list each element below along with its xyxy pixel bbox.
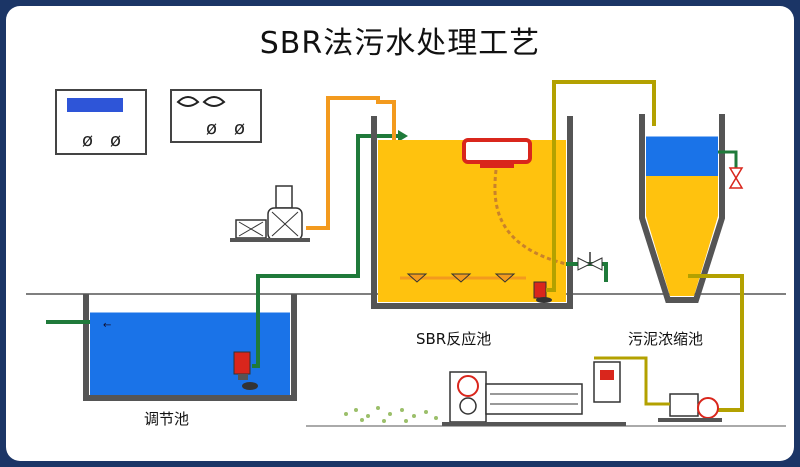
press-feed-pipe — [594, 356, 670, 406]
feed-arrow — [398, 130, 408, 142]
decanter-icon — [462, 138, 567, 266]
diagram-title: SBR法污水处理工艺 — [259, 26, 541, 61]
label-sbr-tank: SBR反应池 — [416, 330, 492, 348]
svg-text:ø: ø — [110, 130, 121, 151]
svg-text:ø: ø — [234, 118, 245, 139]
regulating-tank: ← — [83, 294, 297, 401]
supernatant-pipe — [718, 150, 738, 168]
sludge-cake — [344, 406, 438, 423]
sludge-thickener — [639, 114, 725, 303]
sludge-pump-icon — [658, 393, 722, 422]
label-regulating-tank: 调节池 — [144, 410, 190, 428]
belt-filter-press-icon — [306, 361, 786, 427]
meter-icon: ø ø — [170, 89, 262, 143]
submersible-pump-icon — [533, 281, 552, 303]
svg-text:ø: ø — [82, 130, 93, 151]
aerator-icon — [400, 273, 526, 283]
svg-text:←: ← — [103, 320, 111, 331]
valve-icon — [577, 252, 603, 271]
sludge-pipe — [546, 80, 656, 292]
process-diagram: ø ø ø ø ← — [26, 80, 786, 427]
valve-icon — [728, 167, 744, 189]
label-sludge-thickener: 污泥浓缩池 — [628, 330, 704, 348]
feed-pipe — [252, 134, 398, 368]
svg-text:ø: ø — [206, 118, 217, 139]
thickened-sludge-pipe — [688, 274, 744, 412]
display-screen — [67, 98, 123, 112]
submersible-pump-icon — [233, 351, 258, 390]
diagram-panel: SBR法污水处理工艺 ø ø ø ø — [6, 6, 794, 461]
blower-icon — [230, 185, 310, 242]
control-panel-icon: ø ø — [55, 89, 147, 155]
